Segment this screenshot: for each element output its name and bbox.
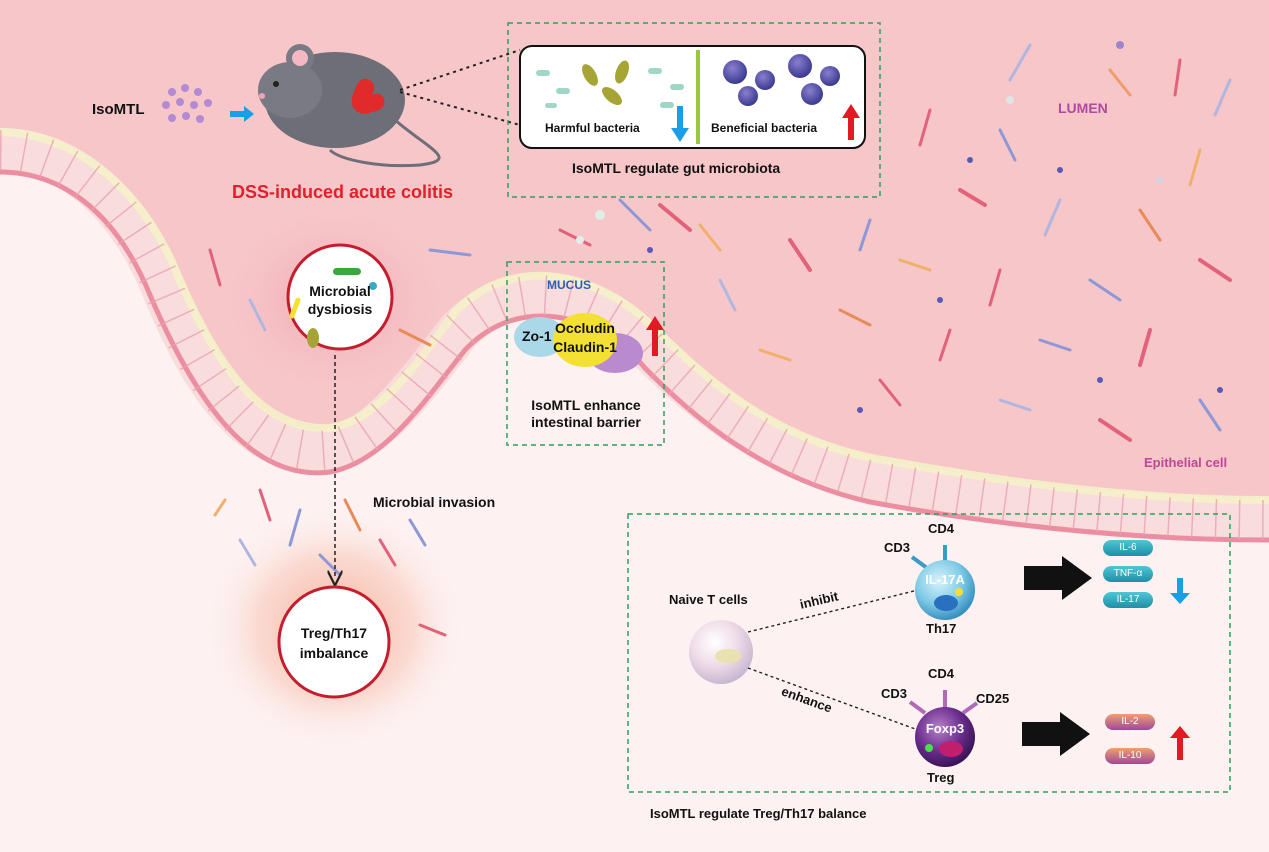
mucus-layer <box>0 128 1269 504</box>
barrier-caption-line2: intestinal barrier <box>531 414 641 430</box>
mucus-label: MUCUS <box>547 278 591 292</box>
barrier-caption-line1: IsoMTL enhance <box>531 397 641 413</box>
isomtl-particles <box>162 84 212 123</box>
th17-granule <box>955 588 963 596</box>
microbiota-dashed-box <box>507 22 881 198</box>
th17-name-label: Th17 <box>926 621 957 636</box>
tcell-caption: IsoMTL regulate Treg/Th17 balance <box>650 806 867 821</box>
th17-cd3-label: CD3 <box>884 540 911 555</box>
th17-cytokines-down-arrow <box>1170 578 1190 604</box>
treg-cd3-receptor <box>908 700 927 715</box>
epithelial-cell-label: Epithelial cell <box>1144 455 1228 470</box>
th17-cell <box>915 560 975 620</box>
dysbiosis-circle <box>286 243 394 351</box>
cytokine-il6: IL-6 <box>1103 540 1153 556</box>
claudin-label: Claudin-1 <box>553 339 617 355</box>
tcell-dashed-box <box>627 513 1231 793</box>
lumen-bacteria <box>208 41 1232 442</box>
enhance-line <box>747 667 919 731</box>
dysbiosis-yellow-rod <box>289 297 301 319</box>
lumen-label: LUMEN <box>1058 100 1108 116</box>
occludin-label: Occludin <box>555 320 615 336</box>
treg-cd25-label: CD25 <box>976 691 1010 706</box>
microbiota-caption: IsoMTL regulate gut microbiota <box>572 160 781 176</box>
epithelium-base-line <box>0 169 1269 543</box>
model-label: DSS-induced acute colitis <box>232 182 454 202</box>
invading-bacteria <box>213 488 447 637</box>
treg-cd25-receptor <box>961 701 979 715</box>
treg-cd4-label: CD4 <box>928 666 955 681</box>
dysbiosis-coccus <box>369 282 377 290</box>
dysbiosis-rod <box>333 268 361 275</box>
imbalance-label-line1: Treg/Th17 <box>300 625 368 641</box>
treg-name-label: Treg <box>927 770 955 785</box>
barrier-dashed-box <box>506 261 665 446</box>
treg-cd3-label: CD3 <box>881 686 908 701</box>
occludin-blob <box>553 313 617 367</box>
dysbiosis-bacillus <box>307 328 319 348</box>
dysbiosis-label-line1: Microbial <box>309 283 371 299</box>
inhibit-line <box>747 589 919 633</box>
imbalance-label-line2: imbalance <box>299 645 369 661</box>
th17-cd4-label: CD4 <box>928 521 955 536</box>
imbalance-circle <box>277 585 391 699</box>
microbiota-panel <box>519 45 866 149</box>
naive-t-cell-nucleus <box>715 649 741 663</box>
cytokine-tnfa: TNF-α <box>1103 566 1153 582</box>
treg-cell <box>915 707 975 767</box>
th17-cd3-receptor <box>910 555 929 570</box>
zoom-line-top <box>399 49 521 91</box>
mouse-illustration <box>258 44 441 168</box>
th17-core-label: IL-17A <box>925 572 965 587</box>
zo1-label: Zo-1 <box>522 328 552 344</box>
cytokine-il17: IL-17 <box>1103 592 1153 608</box>
beneficial-bacteria-label: Beneficial bacteria <box>711 121 818 135</box>
dysbiosis-label-line2: dysbiosis <box>307 301 373 317</box>
harmful-bacteria-icons <box>536 60 684 108</box>
th17-nucleus <box>934 595 958 611</box>
treg-nucleus <box>939 741 963 757</box>
beneficial-up-arrow <box>842 104 860 140</box>
invasion-label: Microbial invasion <box>373 494 496 510</box>
cytokine-il2: IL-2 <box>1105 714 1155 730</box>
treg-granule <box>925 744 933 752</box>
th17-output-arrow <box>1024 556 1092 600</box>
treg-core-label: Foxp3 <box>925 721 965 736</box>
treg-output-arrow <box>1022 712 1090 756</box>
naive-t-cells-label: Naive T cells <box>669 592 748 607</box>
harmful-bacteria-label: Harmful bacteria <box>545 121 640 135</box>
isomtl-label: IsoMTL <box>92 101 145 118</box>
epithelium-band <box>0 128 1269 542</box>
zo1-blob <box>514 317 566 357</box>
harmful-down-arrow <box>671 106 689 142</box>
barrier-up-arrow <box>646 316 664 356</box>
treg-cytokines-up-arrow <box>1170 726 1190 760</box>
treatment-arrow <box>230 106 254 122</box>
cytokine-il10: IL-10 <box>1105 748 1155 764</box>
beneficial-bacteria-icons <box>723 54 840 106</box>
